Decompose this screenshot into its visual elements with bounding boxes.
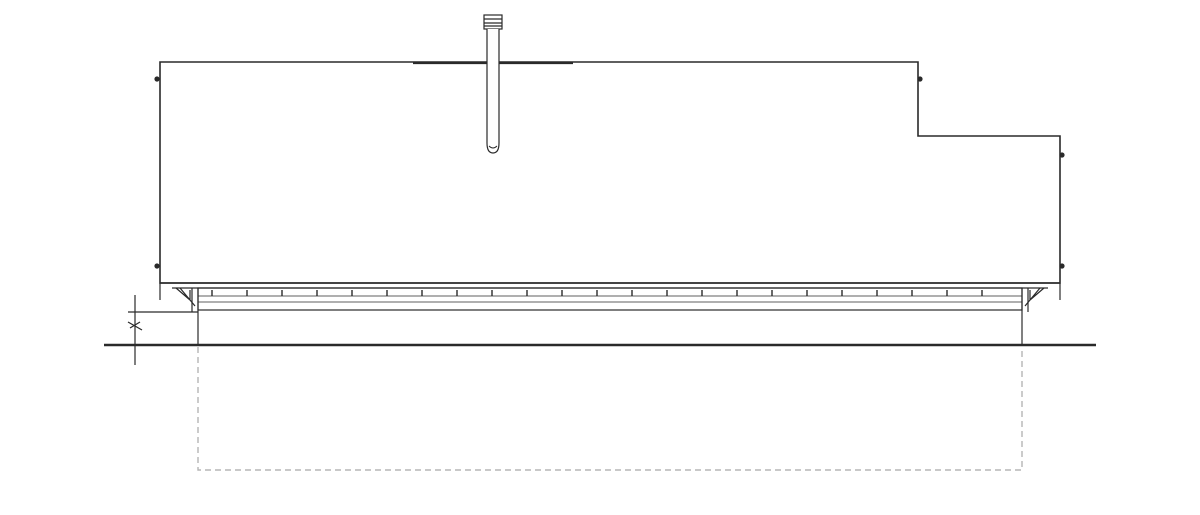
skirt-rectangle: [197, 287, 1023, 311]
corner-dot-left-top: [154, 76, 160, 82]
vent-pipe-cap: [483, 14, 503, 30]
eave-brackets: [159, 283, 1061, 307]
skirt-ticks: [211, 290, 983, 296]
corner-dot-mid-top: [917, 76, 923, 82]
height-dimension-marker: [127, 295, 198, 365]
corner-dot-right-bottom: [1059, 263, 1065, 269]
foundation-outline-dashed: [197, 347, 1023, 471]
building-outline: [159, 61, 1061, 284]
vent-pipe-body: [486, 29, 500, 154]
support-posts: [191, 288, 1029, 345]
wall-corner-dots: [154, 76, 1065, 269]
corner-dot-right-top: [1059, 152, 1065, 158]
vent-pipe: [483, 14, 503, 154]
skirt-band: [197, 287, 1023, 311]
eave-band: [160, 282, 1060, 289]
corner-dot-left-bottom: [154, 263, 160, 269]
